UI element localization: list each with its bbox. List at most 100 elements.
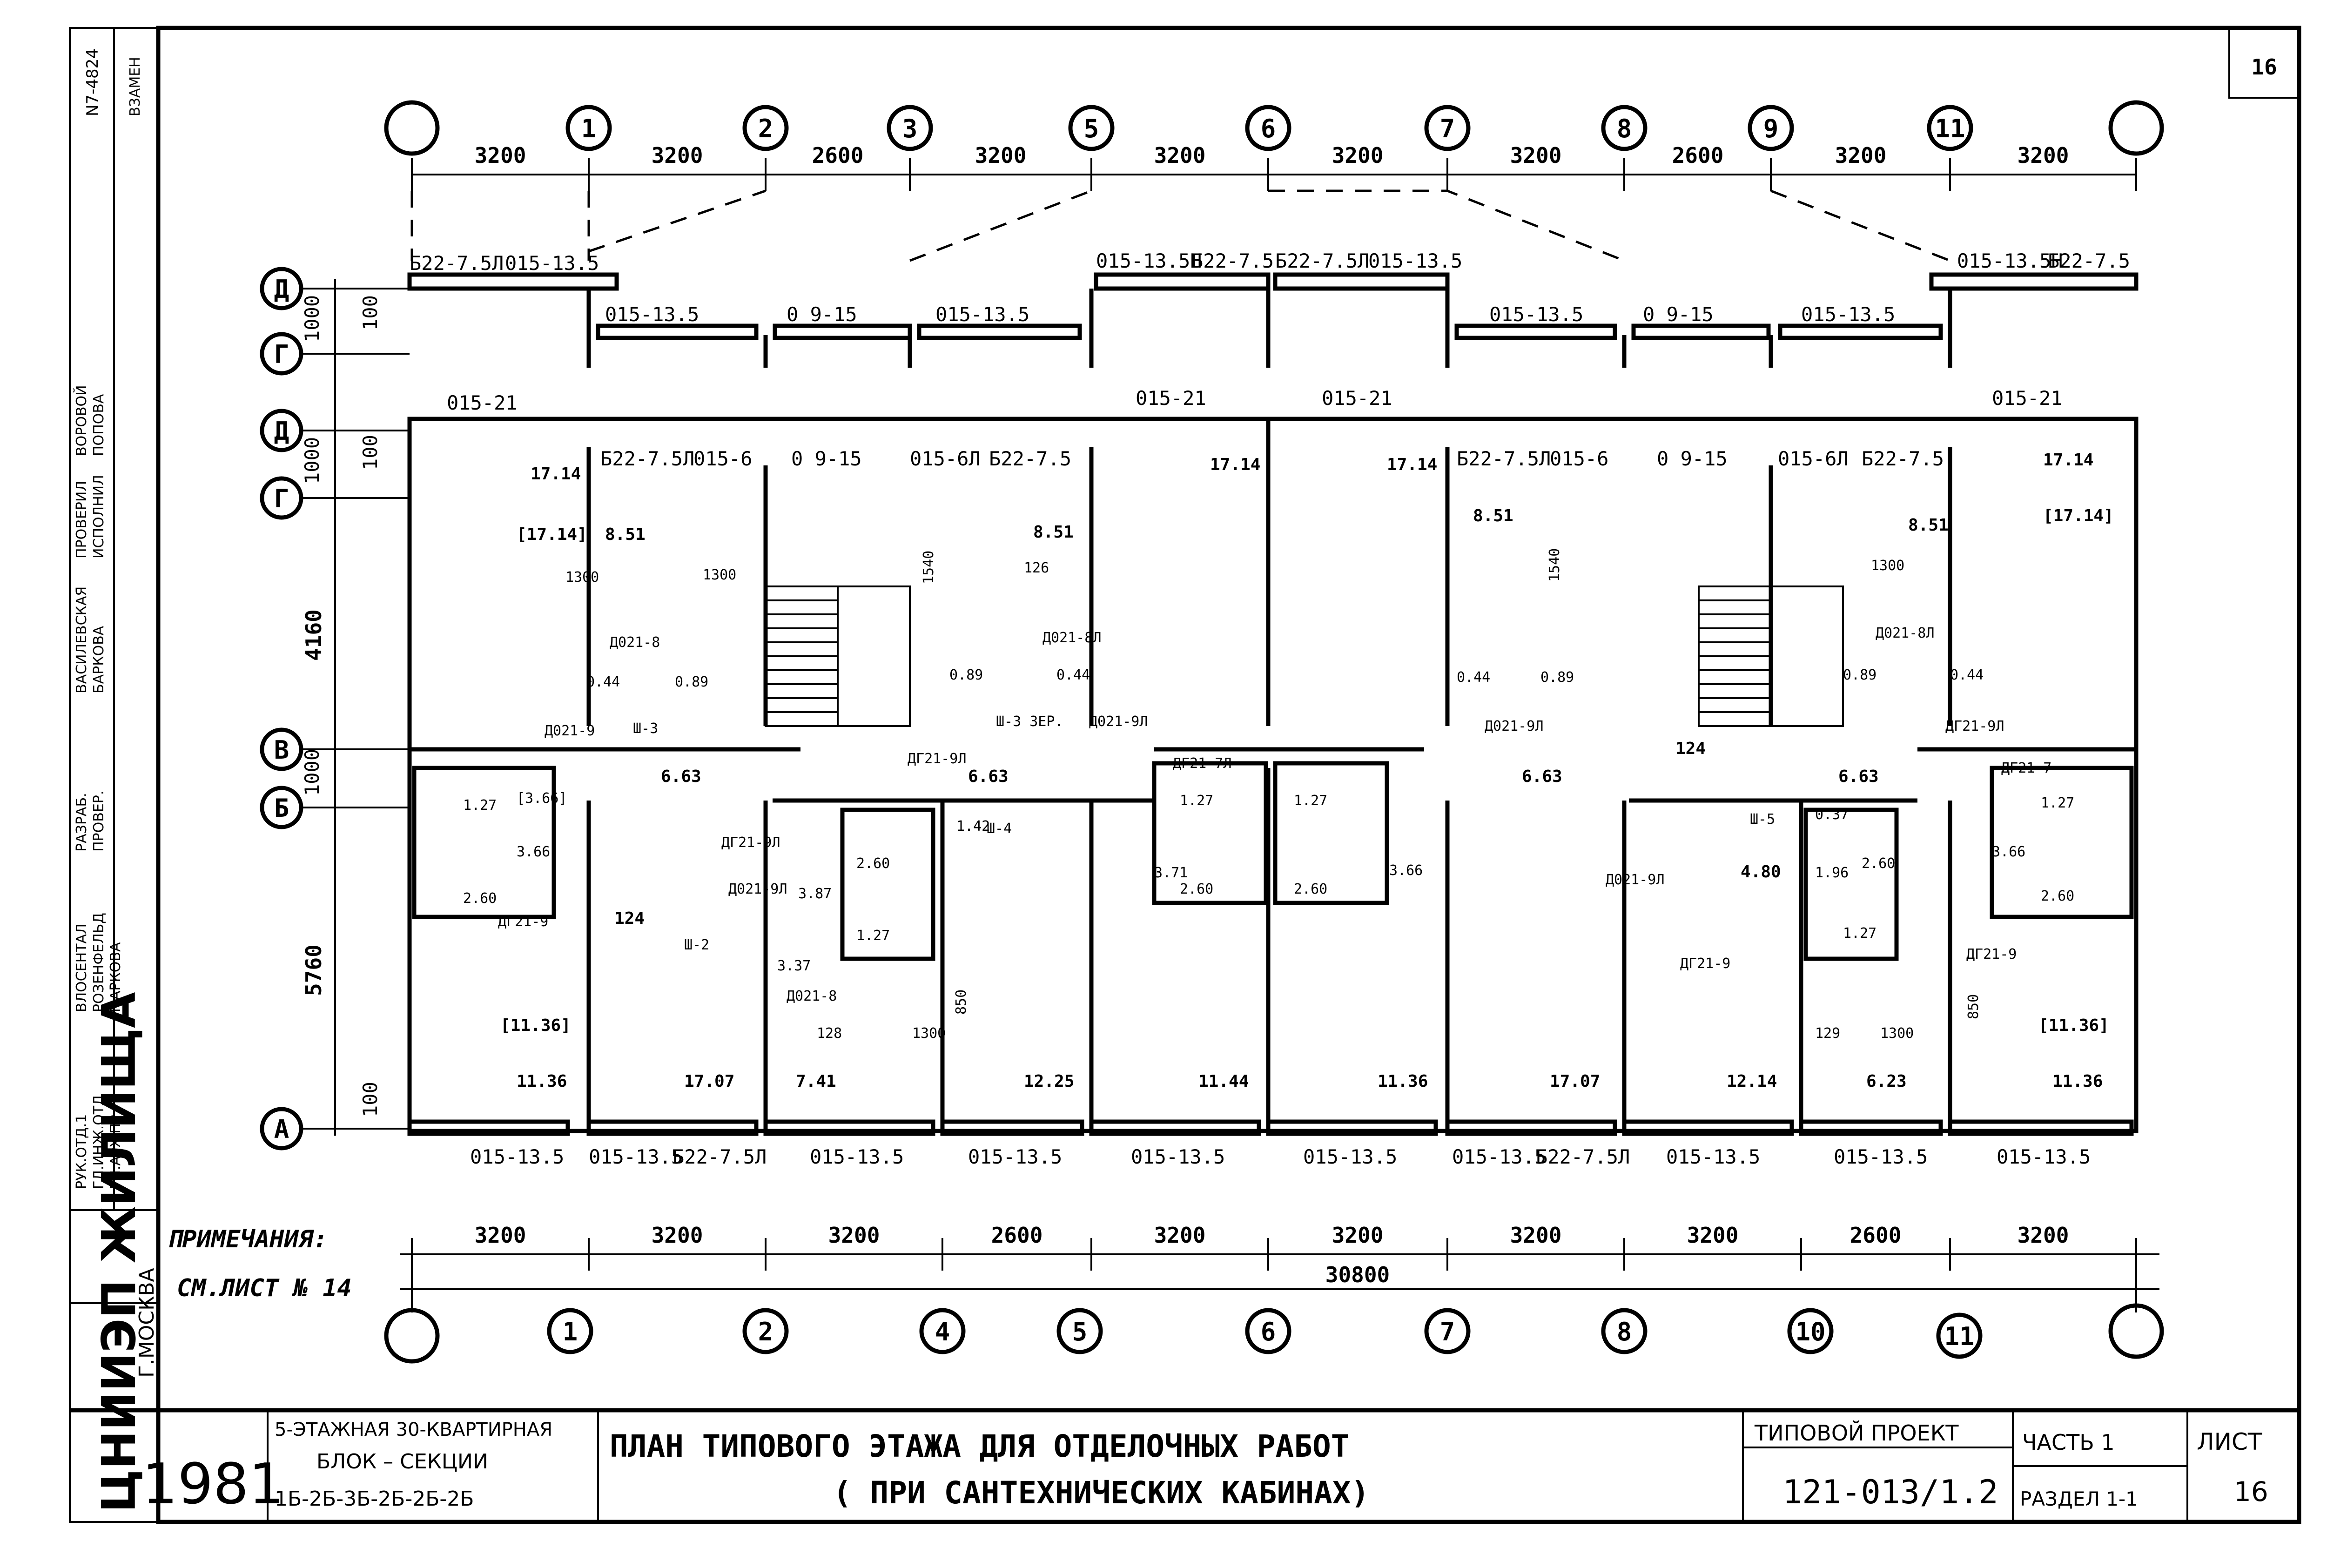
dimension-value: 1300 xyxy=(703,567,736,583)
dimension-value: 3200 xyxy=(1510,1223,1562,1248)
project-label: ТИПОВОЙ ПРОЕКТ xyxy=(1754,1420,1959,1446)
window-label: 015-21 xyxy=(1136,387,1206,410)
room-area: 11.44 xyxy=(1198,1072,1249,1091)
door-label: ДГ21-9Л xyxy=(908,751,966,767)
drawing-title: ПЛАН ТИПОВОГО ЭТАЖА ДЛЯ ОТДЕЛОЧНЫХ РАБОТ xyxy=(610,1428,1349,1464)
room-area: 11.36 xyxy=(2052,1072,2103,1091)
room-area: [11.36] xyxy=(2038,1016,2109,1035)
axis-bubble xyxy=(1245,1308,1291,1354)
room-area: 3.87 xyxy=(798,886,832,902)
dimension-value: 1300 xyxy=(912,1025,946,1042)
door-label: ДГ21-9 xyxy=(498,914,548,930)
room-area: [17.14] xyxy=(517,525,587,544)
room-area: 1.96 xyxy=(1815,865,1849,881)
room-area: 17.07 xyxy=(684,1072,734,1091)
window-label: 015-13.5Н xyxy=(1957,249,2063,272)
axis-label: Г xyxy=(274,484,289,513)
window-label: 015-13.5 xyxy=(470,1145,564,1168)
axis-label: 2 xyxy=(758,1317,773,1346)
axis-bubble xyxy=(1601,1308,1648,1354)
dimension-value: 129 xyxy=(1815,1025,1840,1042)
axis-bubble xyxy=(547,1308,593,1354)
door-label: Д021-8Л xyxy=(1876,625,1934,641)
room-area: 0.89 xyxy=(1843,667,1876,683)
room-area: 0.89 xyxy=(675,674,708,690)
room-area: 0.44 xyxy=(1056,667,1090,683)
door-label: ДГ21-9Л xyxy=(1945,718,2004,734)
sheet-number: 16 xyxy=(2251,54,2277,80)
room-area: 17.14 xyxy=(1387,455,1437,474)
room-area: 17.14 xyxy=(531,464,581,484)
room-area: [11.36] xyxy=(500,1016,571,1035)
window-label: Б22-7.5Л xyxy=(410,252,504,275)
dimension-value: 850 xyxy=(1965,994,1982,1019)
window-label: 015-13.5 xyxy=(1489,303,1583,326)
room-area: 2.60 xyxy=(1862,855,1895,872)
dimension-value: 2600 xyxy=(991,1223,1043,1248)
bottom-dimension-ticks xyxy=(411,1238,2137,1312)
room-area: 0.89 xyxy=(949,667,983,683)
window-label: Б22-7.5 xyxy=(989,447,1071,470)
axis-bubble xyxy=(1601,105,1648,151)
window-label: Б22-7.5 xyxy=(2048,249,2130,272)
window-label: 015-13.5 xyxy=(1997,1145,2091,1168)
room-area: 1.27 xyxy=(856,928,890,944)
series-subtitle: БЛОК – СЕКЦИИ xyxy=(316,1450,488,1474)
role-label: ПОПОВА xyxy=(91,394,107,456)
dimension-value: 2600 xyxy=(812,143,864,168)
window-label: 015-13.5 xyxy=(1801,303,1895,326)
room-area: 8.51 xyxy=(1033,523,1074,542)
role-label: МАРКОВА xyxy=(108,942,124,1012)
axis-bubble xyxy=(565,105,612,151)
axis-label: А xyxy=(274,1115,289,1144)
section-label: РАЗДЕЛ 1-1 xyxy=(2020,1487,2138,1510)
dimension-value: 3200 xyxy=(475,1223,526,1248)
role-label: ПРОВЕР. xyxy=(91,791,107,852)
axis-label: Д xyxy=(274,275,289,304)
dimension-value: 3200 xyxy=(1154,143,1206,168)
door-labels: Д021-8 Д021-9 Ш-3 Д021-8Л Ш-3 ЗЕР. Д021-… xyxy=(498,625,2051,1004)
door-label: Ш-3 xyxy=(633,720,658,737)
window-label: 015-6Л xyxy=(910,447,981,470)
dimension-value: 100 xyxy=(359,295,382,330)
axis-label: 8 xyxy=(1617,1317,1632,1346)
dimension-value: 1300 xyxy=(1880,1025,1914,1042)
axis-label: 1 xyxy=(563,1317,578,1346)
room-area: 3.66 xyxy=(517,844,550,860)
door-label: Д021-8 xyxy=(610,634,660,651)
south-facade-windows xyxy=(407,1119,2134,1136)
door-label: Д021-9Л xyxy=(1606,872,1664,888)
room-area: 11.36 xyxy=(517,1072,567,1091)
dimension-value: 1540 xyxy=(921,551,937,584)
room-area: 6.63 xyxy=(1522,767,1562,786)
role-label: ПРОВЕРИЛ xyxy=(74,481,90,559)
dimension-value: 3200 xyxy=(1687,1223,1739,1248)
left-row-axes: Д Г Д Г В Б А xyxy=(260,267,410,1151)
window-label: 015-13.5 xyxy=(1131,1145,1225,1168)
door-label: Д021-8 xyxy=(787,988,837,1004)
organization-city: Г.МОСКВА xyxy=(135,1268,159,1378)
series-code: 1Б-2Б-3Б-2Б-2Б-2Б xyxy=(275,1487,474,1511)
dimension-value: 1300 xyxy=(1871,558,1904,574)
drawing-subtitle: ( ПРИ САНТЕХНИЧЕСКИХ КАБИНАХ) xyxy=(833,1475,1369,1511)
dimension-value: 3200 xyxy=(1510,143,1562,168)
axis-bubble xyxy=(1748,105,1794,151)
door-label: Д021-9Л xyxy=(1485,718,1543,734)
room-area: 3.66 xyxy=(1389,862,1423,879)
axis-bubble xyxy=(1424,105,1471,151)
room-area: 0.44 xyxy=(1950,667,1984,683)
dimension-value: 100 xyxy=(359,435,382,470)
axis-bubble xyxy=(1927,105,1973,151)
window-label: 015-13.5 xyxy=(810,1145,904,1168)
window-label: 0 9-15 xyxy=(791,447,862,470)
axis-label: 3 xyxy=(902,114,918,143)
axis-bubble xyxy=(742,105,789,151)
axis-bubble xyxy=(1056,1308,1103,1354)
role-label: ВАСИЛЕВСКАЯ xyxy=(74,586,90,693)
window-label: 015-21 xyxy=(1322,387,1392,410)
bottom-dimensions: 3200 3200 3200 2600 3200 3200 3200 3200 … xyxy=(475,1223,2069,1287)
window-label: 015-13.5 xyxy=(968,1145,1062,1168)
inventory-number: N7-4824 xyxy=(83,48,102,116)
room-area: 0.37 xyxy=(1815,807,1849,823)
